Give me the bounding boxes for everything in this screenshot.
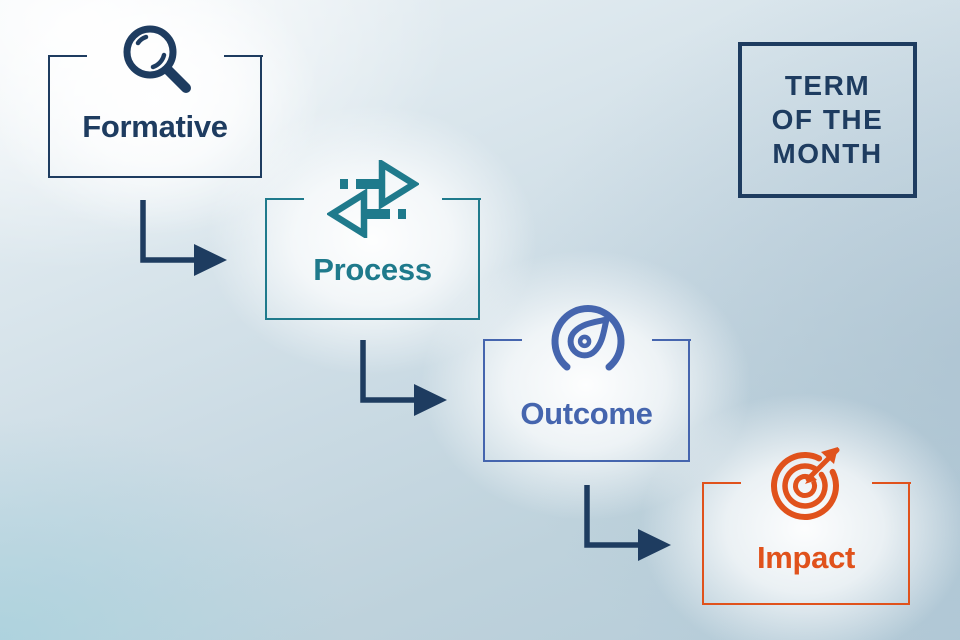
connector-arrow-2 xyxy=(360,340,447,416)
step-box-impact: Impact xyxy=(701,447,911,605)
connector-arrow-3 xyxy=(584,485,671,561)
step-label-formative: Formative xyxy=(82,109,228,144)
connector-arrow-1 xyxy=(140,200,227,276)
step-box-formative: Formative xyxy=(47,25,263,178)
exchange-arrows-icon xyxy=(327,160,419,238)
box-border-stub xyxy=(223,54,263,57)
box-border-stub xyxy=(264,197,304,200)
box-border-stub xyxy=(441,197,481,200)
gauge-icon xyxy=(551,305,625,371)
step-box-outcome: Outcome xyxy=(482,305,691,462)
magnifier-icon xyxy=(123,25,191,93)
box-border-stub xyxy=(871,481,911,484)
step-label-process: Process xyxy=(313,252,432,287)
badge-line-2: OF THE xyxy=(771,104,884,135)
step-label-impact: Impact xyxy=(756,540,856,575)
step-label-outcome: Outcome xyxy=(520,396,653,431)
box-border-stub xyxy=(651,338,691,341)
badge-line-1: TERM xyxy=(784,70,871,101)
box-border-stub xyxy=(47,54,87,57)
box-border-stub xyxy=(701,481,741,484)
step-box-process: Process xyxy=(264,160,481,320)
target-dart-icon xyxy=(771,447,840,520)
badge-line-3: MONTH xyxy=(772,138,883,169)
term-of-month-badge: TERM OF THE MONTH xyxy=(738,42,917,198)
box-border-stub xyxy=(482,338,522,341)
